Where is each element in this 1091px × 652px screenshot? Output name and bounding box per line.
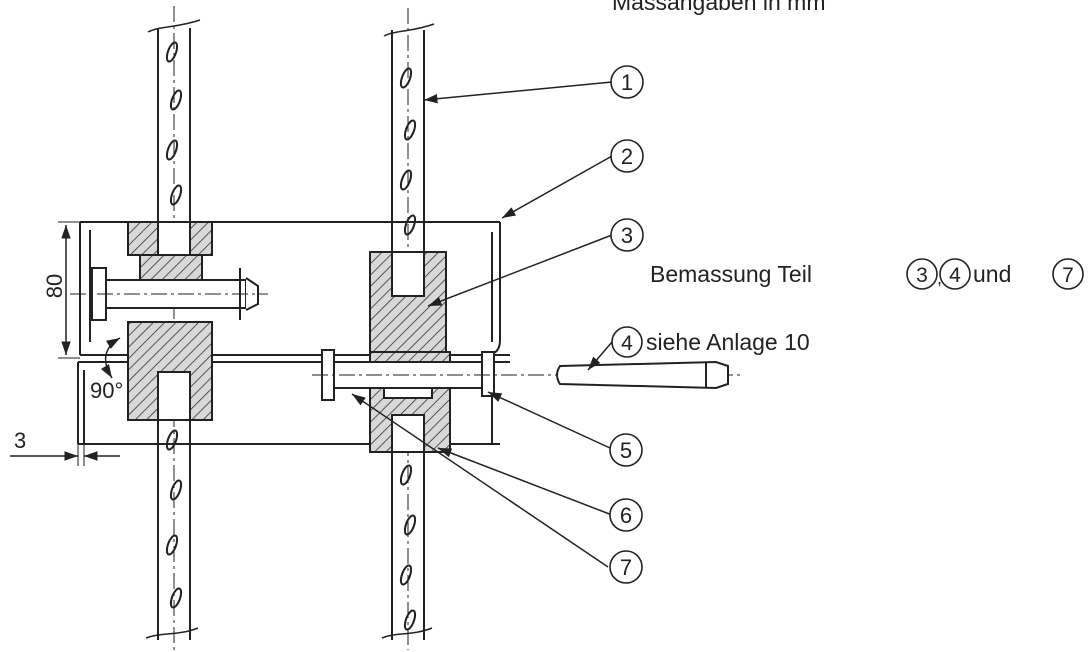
left-vertical-bar [145, 6, 201, 650]
right-vertical-bar [381, 8, 435, 650]
ref-callout-4: 4 [939, 258, 971, 290]
svg-text:5: 5 [620, 438, 632, 463]
callout-4: 4 [611, 326, 643, 358]
svg-text:1: 1 [621, 70, 633, 95]
svg-text:7: 7 [620, 555, 632, 580]
reference-note-joiner: und [973, 261, 1011, 287]
callout-7: 7 [609, 550, 643, 584]
callout-2: 2 [610, 139, 644, 173]
height-dimension-label: 80 [42, 274, 67, 298]
svg-text:,: , [937, 268, 942, 288]
reference-note-line2: siehe Anlage 10 [646, 329, 810, 355]
svg-text:4: 4 [621, 332, 633, 355]
svg-text:2: 2 [621, 144, 633, 169]
callout-6: 6 [609, 498, 643, 532]
ref-callout-7: 7 [1052, 258, 1084, 290]
reference-note: Bemassung Teil 3 , 4 und 7 4 siehe Anlag… [611, 258, 1084, 358]
callout-1: 1 [610, 65, 644, 99]
angle-dimension: 90° [90, 337, 123, 403]
reference-note-line1: Bemassung Teil [650, 261, 812, 287]
svg-text:3: 3 [916, 264, 928, 287]
height-dimension: 80 [42, 221, 80, 359]
svg-text:6: 6 [620, 503, 632, 528]
left-bolt [70, 267, 268, 321]
left-clamp-body [127, 221, 213, 421]
right-clamp-body [369, 251, 451, 453]
angle-dimension-label: 90° [90, 378, 123, 403]
callout-5: 5 [609, 433, 643, 467]
svg-text:4: 4 [949, 264, 961, 287]
thickness-dimension-label: 3 [14, 428, 26, 453]
thickness-dimension: 3 [10, 428, 120, 466]
leader-lines [351, 81, 613, 568]
units-note: Massangaben in mm [612, 0, 826, 15]
pin-part [556, 360, 729, 390]
svg-text:7: 7 [1062, 264, 1074, 287]
callout-3: 3 [610, 218, 644, 252]
svg-text:3: 3 [621, 223, 633, 248]
ref-callout-3: 3 [906, 258, 938, 290]
